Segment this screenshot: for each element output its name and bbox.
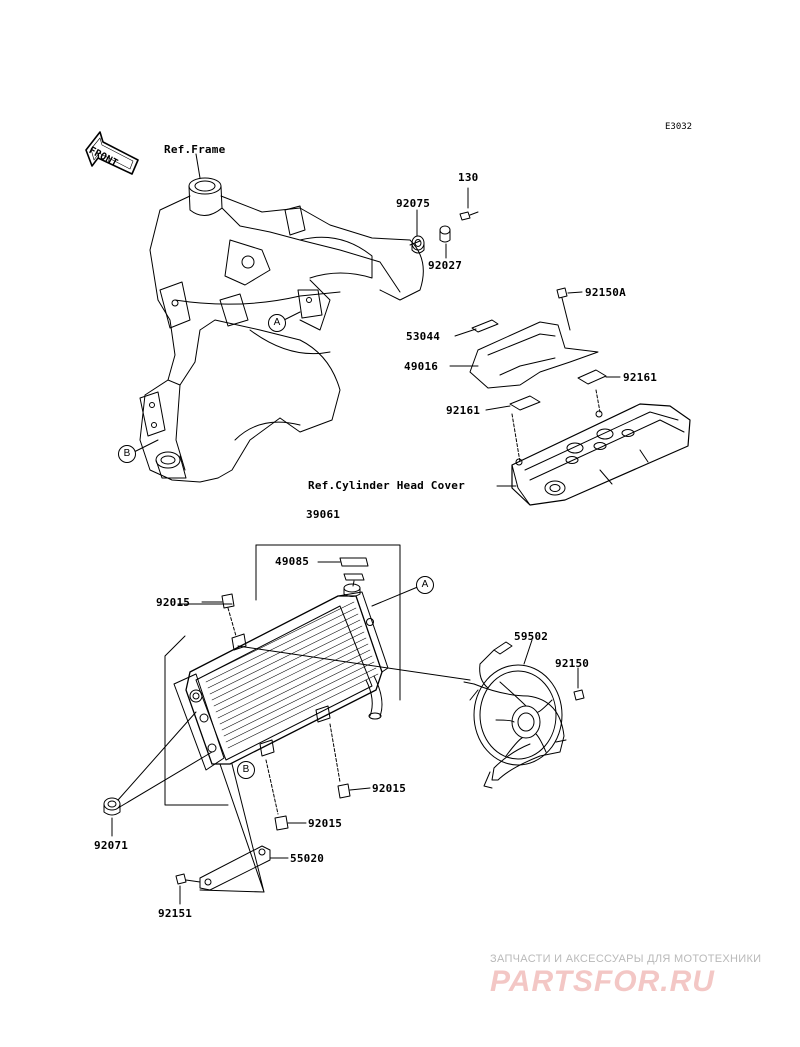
part-number-49085: 49085 xyxy=(275,555,310,568)
part-92015-clip-mid xyxy=(337,783,351,799)
part-92161-pad-right xyxy=(577,369,607,385)
part-92075-grommet xyxy=(411,235,425,254)
part-92150-bolt xyxy=(573,689,585,701)
callout-a-bottom: A xyxy=(416,576,434,594)
watermark-tagline: ЗАПЧАСТИ И АКСЕССУАРЫ ДЛЯ МОТОТЕХНИКИ xyxy=(490,953,762,965)
callout-b-top: B xyxy=(118,445,136,463)
part-number-130: 130 xyxy=(458,171,479,184)
part-92015-clip-top xyxy=(221,593,235,609)
part-130-bolt xyxy=(459,211,479,221)
callout-a-top: A xyxy=(268,314,286,332)
part-92071-grommet xyxy=(103,797,121,816)
part-number-39061: 39061 xyxy=(306,508,341,521)
part-number-55020: 55020 xyxy=(290,852,325,865)
part-number-59502: 59502 xyxy=(514,630,549,643)
watermark-logo: PARTSFOR.RU xyxy=(490,965,715,998)
part-number-92015-mid: 92015 xyxy=(372,782,407,795)
part-49085-cap xyxy=(339,557,369,581)
part-number-92015-top: 92015 xyxy=(156,596,191,609)
part-92161-pad-left xyxy=(509,395,541,411)
part-number-92161-left: 92161 xyxy=(446,404,481,417)
part-55020-bracket xyxy=(199,845,271,891)
part-number-92027: 92027 xyxy=(428,259,463,272)
part-number-92150A: 92150A xyxy=(585,286,626,299)
part-number-49016: 49016 xyxy=(404,360,439,373)
part-59502-fan xyxy=(469,641,567,789)
part-number-92015-low: 92015 xyxy=(308,817,343,830)
part-92151-bolt xyxy=(175,873,187,885)
radiator-39061 xyxy=(173,583,389,771)
part-number-92150: 92150 xyxy=(555,657,590,670)
part-number-92161-right: 92161 xyxy=(623,371,658,384)
ref-cylinder-head-cover-label: Ref.Cylinder Head Cover xyxy=(308,479,465,492)
part-number-92075: 92075 xyxy=(396,197,431,210)
part-number-92071: 92071 xyxy=(94,839,129,852)
part-49016-plate xyxy=(469,321,599,389)
part-92150A-bolt xyxy=(556,287,568,299)
part-92027-collar xyxy=(439,225,451,243)
part-53044-pad xyxy=(471,319,499,333)
callout-b-bottom: B xyxy=(237,761,255,779)
part-number-92151: 92151 xyxy=(158,907,193,920)
ref-frame-label: Ref.Frame xyxy=(164,143,226,156)
diagram-code: E3032 xyxy=(665,122,693,132)
part-92015-clip-low xyxy=(274,815,289,831)
front-arrow-icon xyxy=(85,131,139,175)
cylinder-head-cover xyxy=(511,403,691,506)
frame-drawing xyxy=(139,177,424,483)
part-number-53044: 53044 xyxy=(406,330,441,343)
